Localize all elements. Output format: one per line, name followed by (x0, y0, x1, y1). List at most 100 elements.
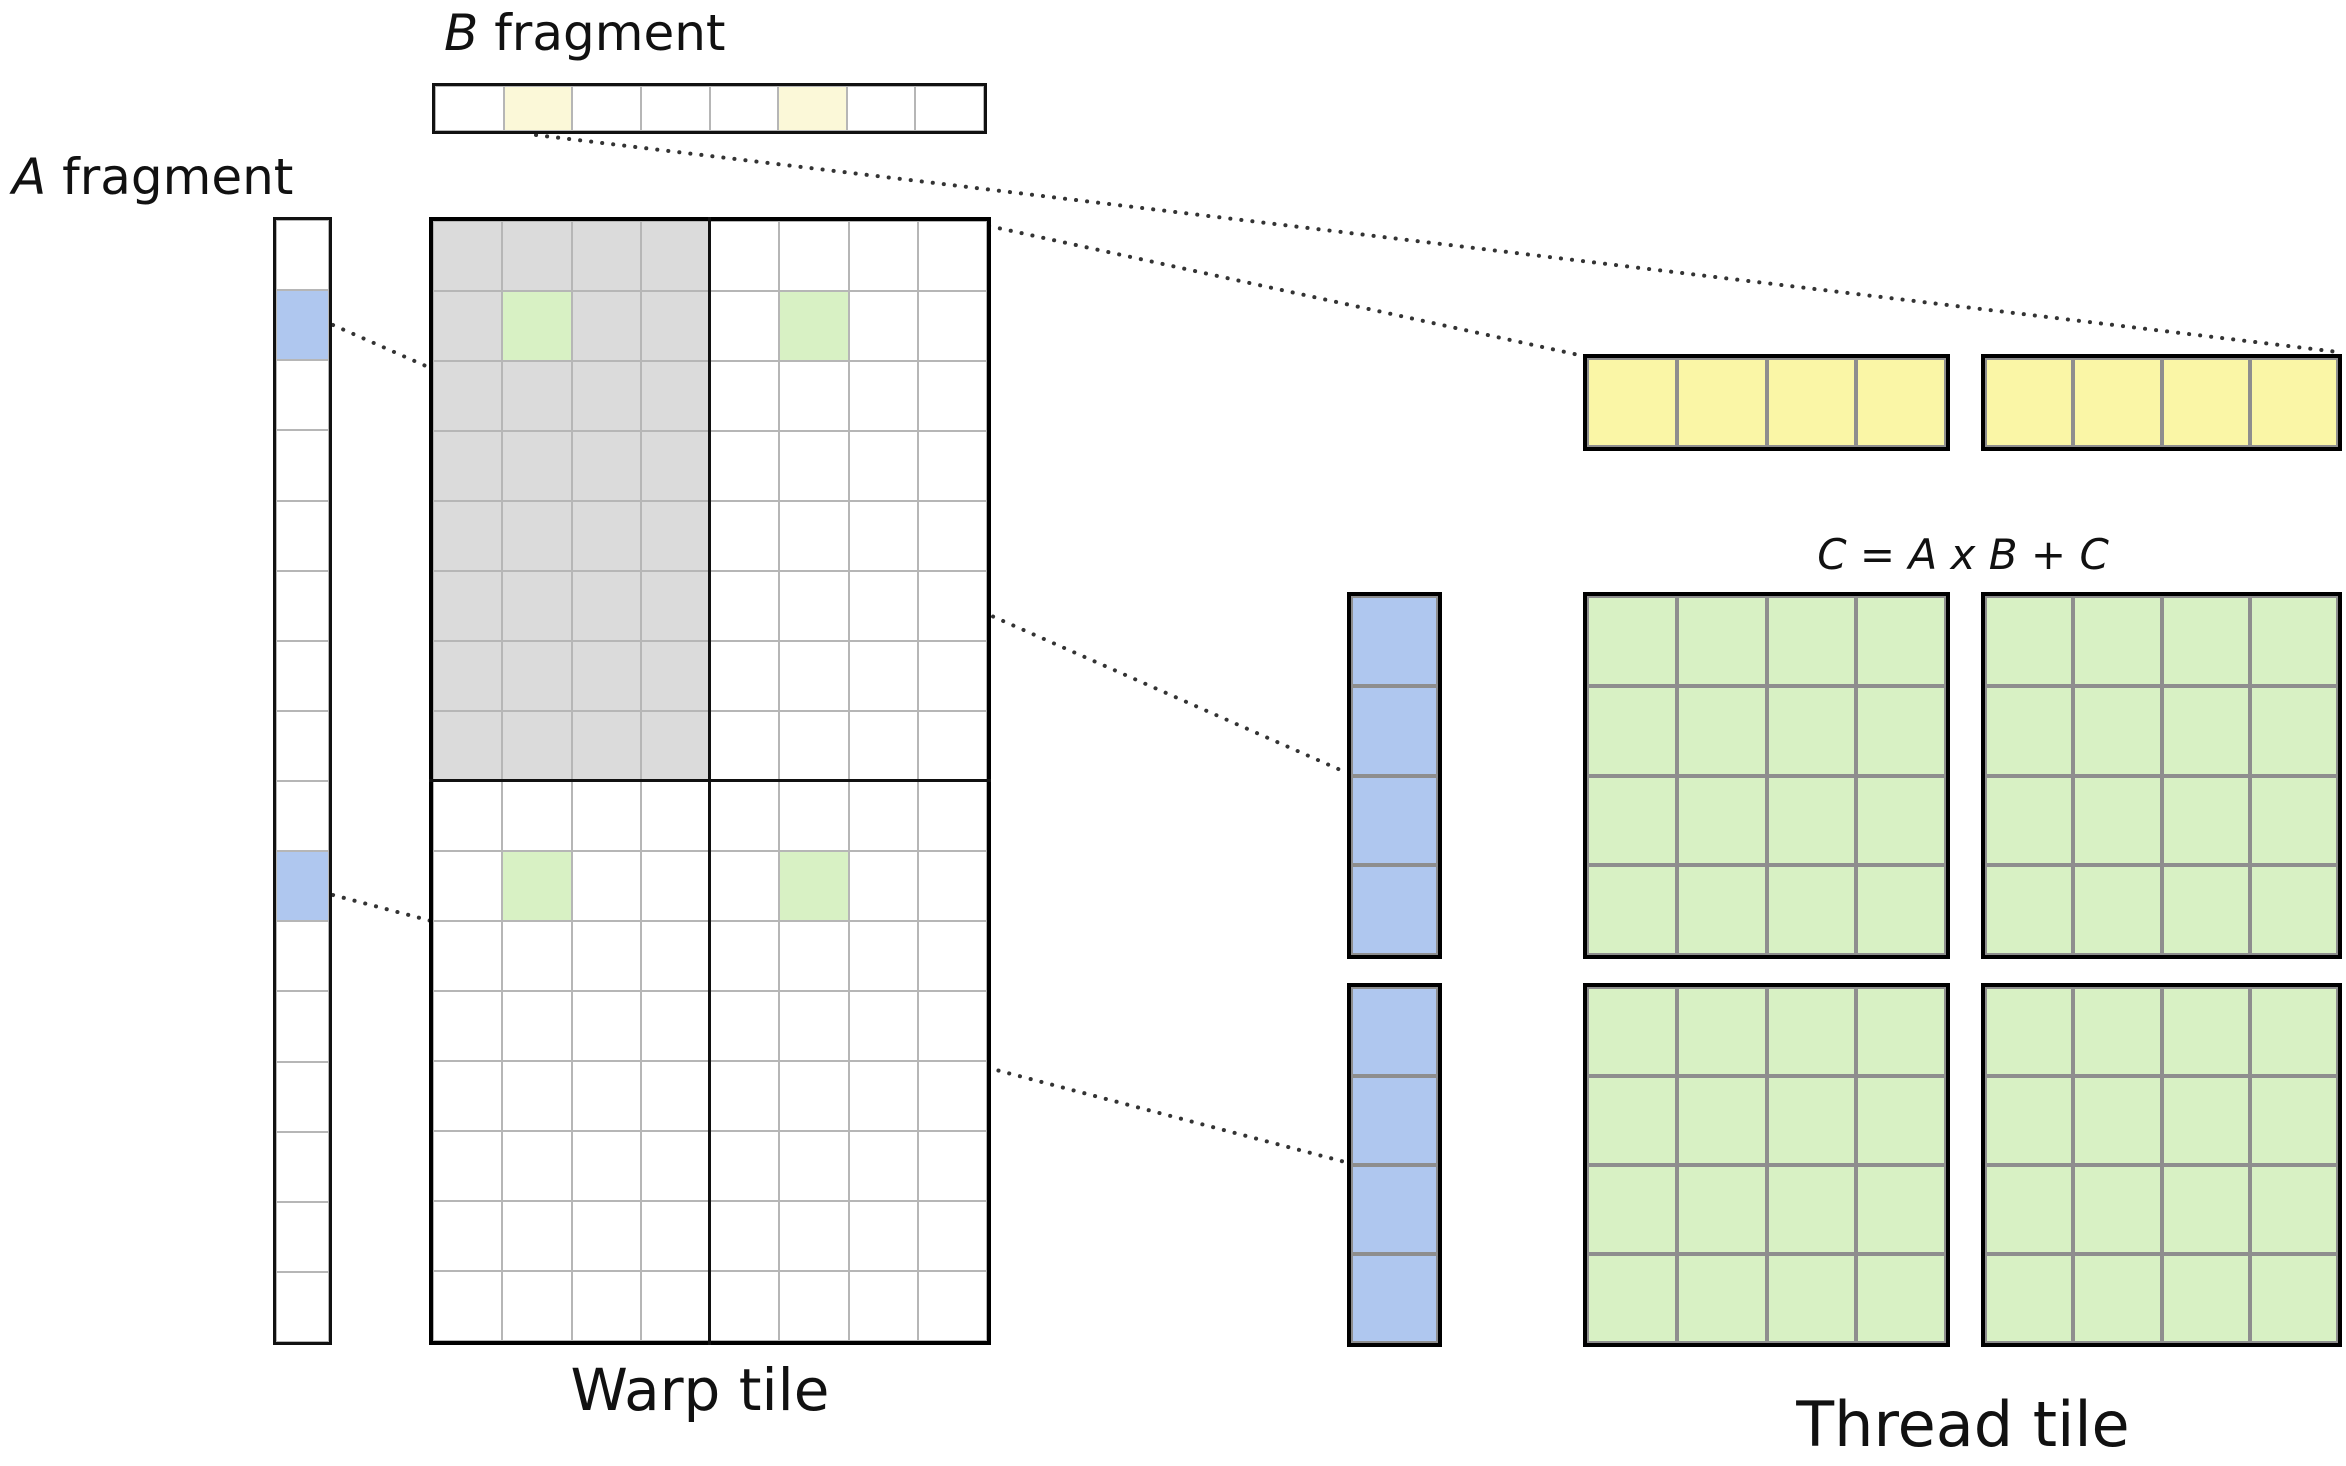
grid-cell (1351, 1254, 1438, 1343)
grid-cell (710, 641, 780, 711)
b-fragment-strip (432, 83, 987, 134)
grid-cell (848, 361, 918, 431)
grid-cell (276, 1271, 329, 1342)
grid-cell (1985, 987, 2074, 1076)
grid-cell (1766, 596, 1857, 686)
grid-cell (848, 921, 918, 991)
grid-cell (2073, 1254, 2162, 1343)
grid-cell (848, 291, 918, 361)
grid-cell (848, 431, 918, 501)
grid-cell (917, 361, 987, 431)
grid-cell (571, 1061, 641, 1131)
grid-cell (1766, 358, 1857, 447)
grid-cell (1676, 775, 1767, 866)
grid-cell (779, 1061, 849, 1131)
grid-cell (778, 86, 847, 131)
grid-cell (640, 86, 710, 131)
grid-cell (276, 290, 329, 361)
grid-cell (502, 291, 572, 361)
grid-cell (1351, 865, 1438, 955)
grid-cell (640, 711, 710, 781)
grid-cell (1676, 1076, 1767, 1165)
grid-cell (1856, 1076, 1946, 1165)
grid-cell (2161, 1165, 2250, 1254)
grid-cell (276, 710, 329, 781)
grid-cell (917, 781, 987, 851)
thread-a-fragment-bottom (1347, 983, 1442, 1347)
grid-cell (1587, 987, 1677, 1076)
grid-cell (917, 921, 987, 991)
grid-cell (502, 1061, 572, 1131)
grid-cell (848, 1201, 918, 1271)
grid-cell (502, 1131, 572, 1201)
grid-cell (571, 221, 641, 291)
grid-cell (1856, 775, 1946, 866)
grid-cell (503, 86, 573, 131)
grid-cell (1856, 596, 1946, 686)
grid-cell (917, 1271, 987, 1341)
grid-cell (502, 641, 572, 711)
grid-cell (640, 781, 710, 851)
grid-cell (276, 991, 329, 1062)
grid-cell (710, 1131, 780, 1201)
grid-cell (502, 711, 572, 781)
grid-cell (571, 1131, 641, 1201)
grid-cell (709, 86, 779, 131)
grid-cell (1856, 1165, 1946, 1254)
grid-cell (433, 641, 503, 711)
grid-cell (502, 571, 572, 641)
grid-cell (917, 1061, 987, 1131)
grid-cell (2073, 1076, 2162, 1165)
grid-cell (571, 361, 641, 431)
grid-cell (1587, 1165, 1677, 1254)
grid-cell (917, 291, 987, 361)
grid-cell (433, 1131, 503, 1201)
grid-cell (572, 86, 641, 131)
grid-cell (1985, 1254, 2074, 1343)
grid-cell (848, 571, 918, 641)
warp-tile-horizontal-divider (429, 779, 991, 782)
grid-cell (2249, 685, 2338, 776)
grid-cell (2073, 596, 2162, 686)
grid-cell (848, 641, 918, 711)
thread-tile-label: Thread tile (1796, 1388, 2130, 1461)
grid-cell (502, 851, 572, 921)
grid-cell (433, 361, 503, 431)
grid-cell (848, 221, 918, 291)
grid-cell (710, 781, 780, 851)
grid-cell (276, 220, 329, 291)
grid-cell (502, 1271, 572, 1341)
grid-cell (710, 501, 780, 571)
grid-cell (779, 711, 849, 781)
grid-cell (2161, 775, 2250, 866)
grid-cell (502, 361, 572, 431)
grid-cell (502, 1201, 572, 1271)
grid-cell (1351, 987, 1438, 1076)
grid-cell (1676, 596, 1767, 686)
grid-cell (433, 221, 503, 291)
equation-label: C = A x B + C (1817, 530, 2109, 579)
grid-cell (2073, 775, 2162, 866)
grid-cell (779, 431, 849, 501)
grid-cell (276, 430, 329, 501)
grid-cell (710, 1271, 780, 1341)
grid-cell (571, 1201, 641, 1271)
grid-cell (2161, 685, 2250, 776)
grid-cell (640, 1271, 710, 1341)
grid-cell (779, 641, 849, 711)
grid-cell (502, 221, 572, 291)
grid-cell (640, 851, 710, 921)
grid-cell (2249, 358, 2338, 447)
grid-cell (779, 1131, 849, 1201)
grid-cell (502, 431, 572, 501)
grid-cell (846, 86, 916, 131)
grid-cell (433, 501, 503, 571)
grid-cell (640, 641, 710, 711)
grid-cell (571, 711, 641, 781)
grid-cell (640, 291, 710, 361)
grid-cell (1766, 1076, 1857, 1165)
grid-cell (1351, 1165, 1438, 1254)
grid-cell (2249, 775, 2338, 866)
grid-cell (2249, 1165, 2338, 1254)
